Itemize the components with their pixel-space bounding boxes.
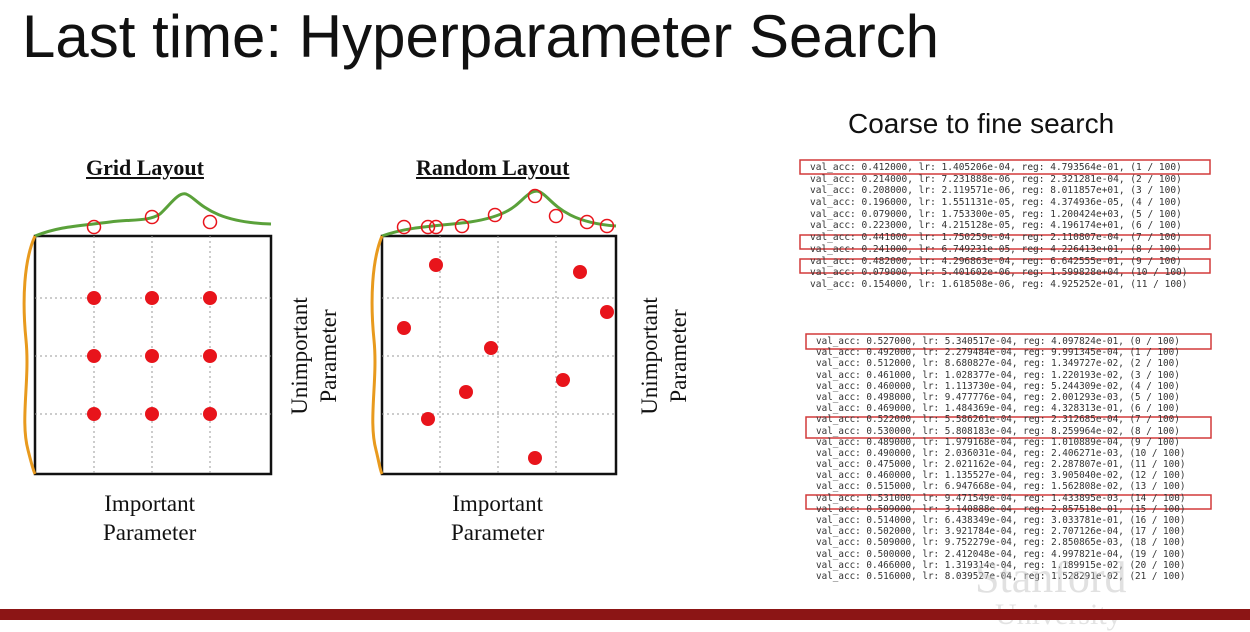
fine-highlight-14 <box>805 494 1212 510</box>
log-line: val_acc: 0.500000, lr: 2.412048e-04, reg… <box>816 548 1186 560</box>
log-line: val_acc: 0.223000, lr: 4.215128e-05, reg… <box>810 220 1182 232</box>
grid-projections <box>86 209 218 235</box>
log-line: val_acc: 0.515000, lr: 6.947668e-04, reg… <box>816 481 1186 493</box>
grid-top-curve <box>34 192 272 238</box>
random-points <box>397 258 614 465</box>
coarse-highlight-7 <box>799 234 1211 250</box>
log-line: val_acc: 0.482000, lr: 4.296863e-04, reg… <box>810 255 1182 267</box>
log-line: val_acc: 0.412000, lr: 1.405206e-04, reg… <box>810 162 1182 173</box>
fine-search-log: val_acc: 0.527000, lr: 5.340517e-04, reg… <box>816 336 1185 582</box>
random-layout-box <box>370 188 618 476</box>
log-line: val_acc: 0.460000, lr: 1.135527e-04, reg… <box>816 470 1186 482</box>
log-line: val_acc: 0.214000, lr: 7.231888e-06, reg… <box>810 173 1182 185</box>
log-line: val_acc: 0.466000, lr: 1.319314e-04, reg… <box>816 559 1186 571</box>
log-line: val_acc: 0.514000, lr: 6.438349e-04, reg… <box>816 515 1186 526</box>
log-line: val_acc: 0.079000, lr: 5.401602e-06, reg… <box>810 267 1188 279</box>
grid-points <box>87 291 217 421</box>
log-line: val_acc: 0.516000, lr: 8.039527e-04, reg… <box>816 570 1186 582</box>
log-line: val_acc: 0.461000, lr: 1.028377e-04, reg… <box>816 369 1180 381</box>
random-left-curve <box>370 235 384 475</box>
slide-title: Last time: Hyperparameter Search <box>22 3 940 70</box>
log-line: val_acc: 0.490000, lr: 2.036031e-04, reg… <box>816 447 1186 459</box>
log-line: val_acc: 0.241000, lr: 6.749231e-05, reg… <box>810 243 1182 255</box>
log-line: val_acc: 0.441000, lr: 1.750259e-04, reg… <box>810 232 1182 244</box>
coarse-highlight-1 <box>799 159 1211 175</box>
grid-layout-label: Grid Layout <box>86 155 204 180</box>
coarse-highlight-9 <box>799 258 1211 274</box>
log-line: val_acc: 0.492000, lr: 2.279484e-04, reg… <box>816 347 1180 359</box>
log-line: val_acc: 0.531000, lr: 9.471549e-04, reg… <box>816 492 1186 504</box>
log-line: val_acc: 0.489000, lr: 1.979168e-04, reg… <box>816 436 1180 448</box>
log-line: val_acc: 0.527000, lr: 5.340517e-04, reg… <box>816 336 1180 347</box>
log-line: val_acc: 0.079000, lr: 1.753300e-05, reg… <box>810 208 1182 220</box>
log-line: val_acc: 0.475000, lr: 2.021162e-04, reg… <box>816 459 1186 471</box>
log-line: val_acc: 0.530000, lr: 5.808183e-04, reg… <box>816 425 1180 437</box>
log-line: val_acc: 0.498000, lr: 9.477776e-04, reg… <box>816 391 1180 403</box>
log-line: val_acc: 0.502000, lr: 3.921784e-04, reg… <box>816 526 1186 538</box>
bottom-bar <box>0 609 1250 620</box>
grid-layout-box <box>22 192 273 476</box>
log-line: val_acc: 0.509000, lr: 9.752279e-04, reg… <box>816 537 1186 549</box>
log-line: val_acc: 0.154000, lr: 1.618508e-06, reg… <box>810 278 1188 290</box>
coarse-search-log: val_acc: 0.412000, lr: 1.405206e-04, reg… <box>810 162 1188 291</box>
grid-left-curve <box>22 235 37 475</box>
log-line: val_acc: 0.512000, lr: 8.680827e-04, reg… <box>816 358 1180 370</box>
log-line: val_acc: 0.509000, lr: 3.140888e-04, reg… <box>816 503 1186 515</box>
stanford-watermark: Stanford <box>975 553 1127 602</box>
random-projections <box>396 188 615 235</box>
fine-highlight-0 <box>805 333 1212 350</box>
log-line: val_acc: 0.208000, lr: 2.119571e-06, reg… <box>810 185 1182 197</box>
log-line: val_acc: 0.469000, lr: 1.484369e-04, reg… <box>816 403 1180 415</box>
random-top-curve <box>381 189 617 238</box>
coarse-to-fine-title: Coarse to fine search <box>848 108 1115 139</box>
log-line: val_acc: 0.196000, lr: 1.551131e-05, reg… <box>810 197 1182 209</box>
fine-highlight-7-8 <box>805 416 1212 439</box>
log-line: val_acc: 0.522000, lr: 5.586261e-04, reg… <box>816 414 1180 426</box>
log-line: val_acc: 0.460000, lr: 1.113730e-04, reg… <box>816 380 1180 392</box>
random-layout-label: Random Layout <box>416 155 570 180</box>
